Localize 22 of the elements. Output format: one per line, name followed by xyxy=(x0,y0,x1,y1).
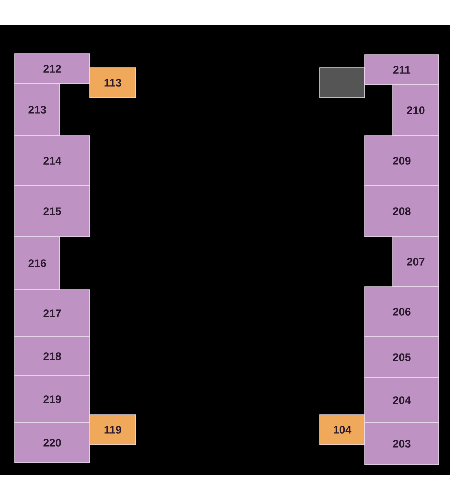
seating-section: 212 xyxy=(14,54,90,84)
seating-section: 210 xyxy=(392,84,440,136)
seating-section: 207 xyxy=(392,236,440,288)
seating-section: 204 xyxy=(364,378,440,424)
seating-section: 113 xyxy=(90,68,136,98)
seating-section: 203 xyxy=(364,422,440,466)
seating-section: 205 xyxy=(364,336,440,378)
seating-section: 215 xyxy=(14,186,90,238)
seating-section: 219 xyxy=(14,376,90,424)
seating-section: 213 xyxy=(14,84,60,136)
seating-section: 216 xyxy=(14,236,60,290)
seating-section: 211 xyxy=(364,54,440,86)
seating-section: 217 xyxy=(14,290,90,338)
seating-section: 104 xyxy=(320,414,366,446)
seating-section: 208 xyxy=(364,186,440,238)
seating-section: 214 xyxy=(14,136,90,186)
blocked-area xyxy=(320,68,366,98)
seating-section: 220 xyxy=(14,422,90,464)
seating-section: 119 xyxy=(90,414,136,446)
seating-section: 209 xyxy=(364,136,440,186)
seating-section: 218 xyxy=(14,336,90,376)
seating-section: 206 xyxy=(364,286,440,338)
